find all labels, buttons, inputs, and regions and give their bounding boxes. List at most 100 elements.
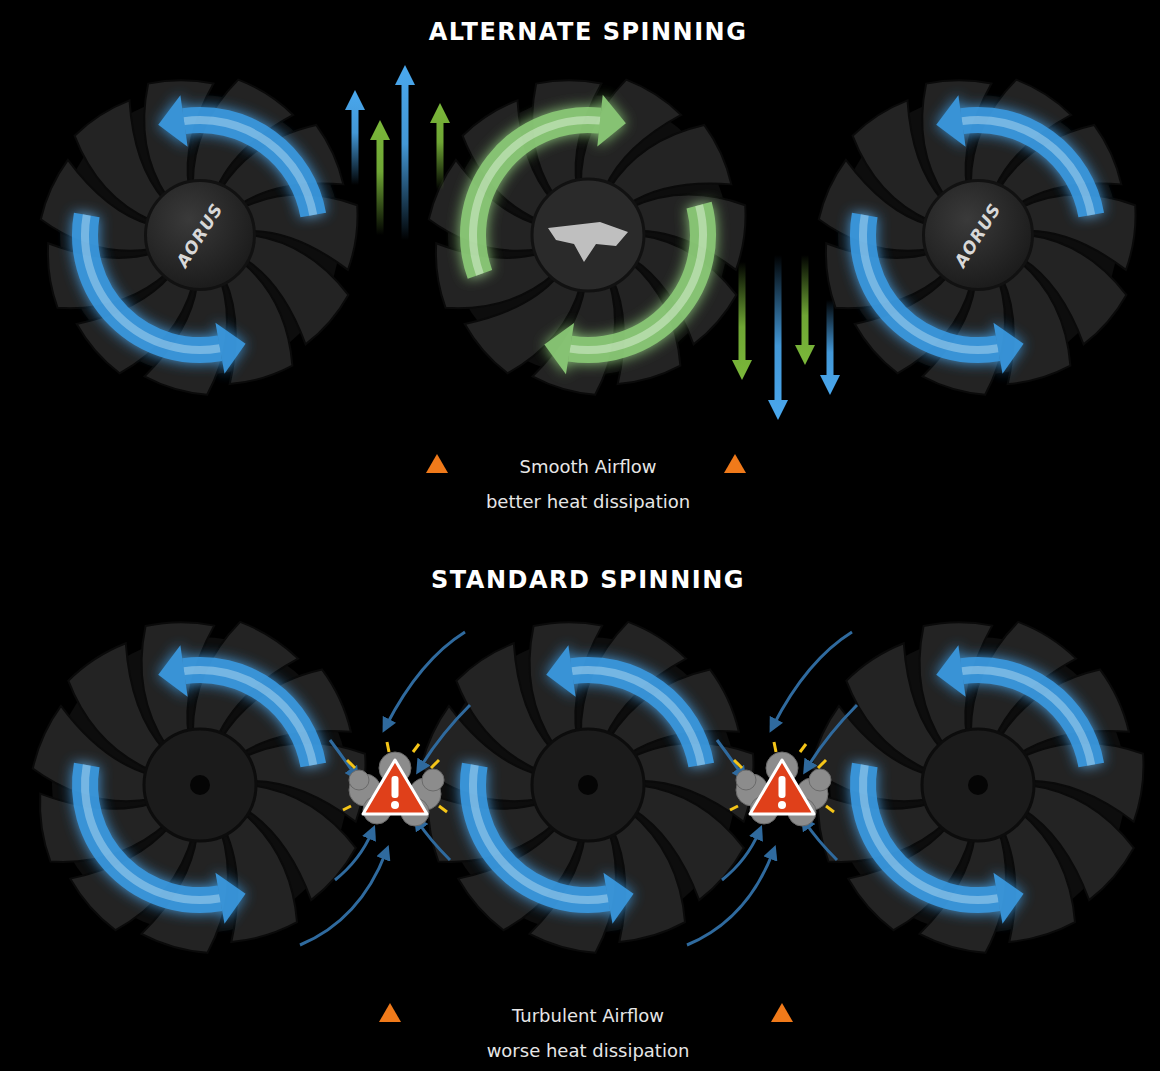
turbulence (687, 632, 857, 945)
arrow-head (597, 95, 626, 147)
turbulent-flow (722, 832, 759, 880)
fan (429, 80, 746, 395)
airflow-arrow (820, 300, 840, 395)
arrow-head (936, 645, 965, 696)
airflow-arrow (768, 255, 788, 420)
arrow-core (184, 670, 313, 765)
airflow-arrow (345, 90, 365, 185)
arrow-head (993, 873, 1023, 924)
arrow-head (215, 323, 245, 374)
smoke-puff (349, 770, 369, 790)
arrow-core (473, 120, 600, 274)
arrow-head (936, 95, 965, 146)
spark (826, 806, 834, 812)
arrow-band (962, 670, 1091, 765)
caption-text: Turbulent Airflow (512, 1004, 664, 1028)
fan-blade (224, 262, 292, 384)
fan (819, 80, 1136, 395)
smoke-puff (809, 769, 831, 791)
turbulent-flow (300, 852, 386, 945)
fan (421, 622, 754, 953)
arrow-head (158, 645, 187, 696)
turbulent-flow (773, 632, 852, 726)
hub-center (190, 775, 210, 795)
turbulent-flow (805, 822, 837, 860)
fan-hub (532, 179, 644, 291)
turbulent-flow (687, 852, 773, 945)
fan-hub-logo: AORUS (922, 179, 1034, 291)
spin-arrow (473, 95, 626, 275)
turbulent-flow (717, 740, 742, 775)
caption-text: better heat dissipation (486, 490, 690, 514)
arrow-head (603, 873, 633, 924)
fan-hub (144, 729, 256, 841)
spin-arrow (158, 645, 313, 765)
fan-hub (532, 729, 644, 841)
arrow-head (546, 645, 575, 696)
spark (343, 806, 351, 810)
arrow-band (863, 765, 998, 900)
turbulent-flow (335, 832, 372, 880)
hub-center (578, 775, 598, 795)
caption-text: Smooth Airflow (520, 455, 657, 479)
spark (413, 744, 419, 752)
eagle-emblem (548, 222, 628, 262)
spin-arrow (544, 205, 703, 374)
arrow-core (85, 765, 220, 900)
airflow-arrow (395, 65, 415, 240)
orange-marker (426, 454, 448, 473)
arrow-band (473, 765, 608, 900)
warning-dot (391, 801, 399, 809)
arrow-head (215, 873, 245, 924)
warning-mark (779, 776, 786, 798)
orange-marker (724, 454, 746, 473)
spark (800, 744, 806, 752)
warning-triangle (363, 760, 427, 814)
arrow-core (570, 205, 703, 350)
arrow-band (570, 205, 703, 350)
arrow-core (863, 765, 998, 900)
airflow-arrow (795, 255, 815, 365)
smoke-puff (422, 769, 444, 791)
turbulent-flow (330, 740, 355, 775)
spin-arrow (85, 765, 246, 924)
arrow-core (473, 765, 608, 900)
spin-arrow (936, 645, 1091, 765)
spark (347, 760, 355, 768)
arrow-core (572, 670, 701, 765)
arrow-head (544, 323, 574, 374)
caption-text: worse heat dissipation (487, 1039, 690, 1063)
spark (387, 742, 389, 752)
warning-triangle (750, 760, 814, 814)
fan-hub-logo: AORUS (144, 179, 256, 291)
arrow-head (993, 323, 1023, 374)
fan-hub (922, 729, 1034, 841)
spin-arrow (546, 645, 701, 765)
fan-blade (612, 812, 685, 942)
spark (730, 806, 738, 810)
fan (811, 622, 1144, 953)
spark (774, 742, 776, 752)
arrow-band (184, 670, 313, 765)
arrow-band (473, 120, 600, 274)
fan (33, 622, 366, 953)
turbulent-flow (420, 705, 470, 768)
spark (431, 760, 439, 768)
arrow-band (85, 765, 220, 900)
turbulence (300, 632, 470, 945)
warning-dot (778, 801, 786, 809)
fan-blade (224, 812, 297, 942)
logo-text: AORUS (173, 199, 228, 270)
spark (734, 760, 742, 768)
spin-arrow (473, 765, 634, 924)
section-heading: STANDARD SPINNING (431, 565, 745, 595)
arrow-band (572, 670, 701, 765)
orange-marker (379, 1003, 401, 1022)
airflow-arrow (370, 120, 390, 235)
turbulent-flow (807, 705, 857, 768)
fan-blade (1002, 262, 1070, 384)
turbulent-flow (418, 822, 450, 860)
arrow-head (158, 95, 187, 146)
